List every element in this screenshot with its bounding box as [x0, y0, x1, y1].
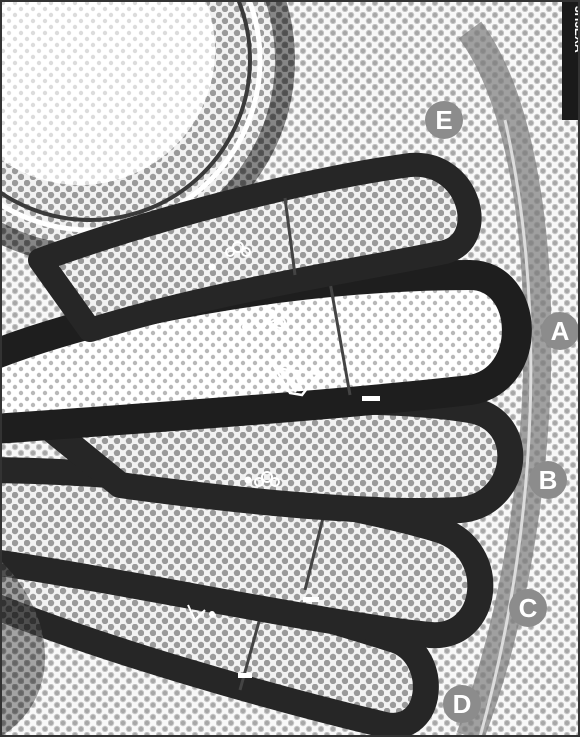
callout-b: B — [529, 461, 567, 499]
svg-text:E: E — [435, 105, 452, 135]
callout-d: D — [443, 685, 481, 723]
svg-text:D: D — [453, 689, 472, 719]
svg-text:C: C — [519, 593, 538, 623]
svg-text:A: A — [551, 316, 570, 346]
callout-c: C — [509, 589, 547, 627]
figure-code-tab: 3H3EXA — [562, 0, 580, 120]
callout-e: E — [425, 101, 463, 139]
callout-a: A — [541, 312, 579, 350]
svg-text:B: B — [539, 465, 558, 495]
